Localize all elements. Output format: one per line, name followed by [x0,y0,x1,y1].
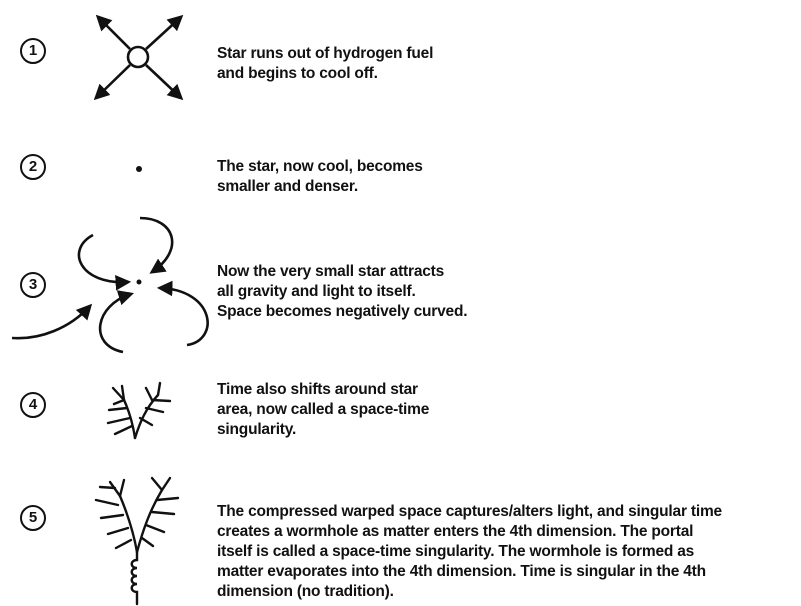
step-number-1: 1 [20,38,46,64]
step-text-5: The compressed warped space captures/alt… [217,502,797,602]
step-text-1: Star runs out of hydrogen fuel and begin… [217,44,433,84]
expanding-star-icon [96,17,181,98]
shrunken-star-dot [136,166,142,172]
step-number-5: 5 [20,505,46,531]
step-number-2: 2 [20,154,46,180]
step-text-2: The star, now cool, becomes smaller and … [217,157,423,197]
step-text-4: Time also shifts around star area, now c… [217,380,429,440]
step-number-4: 4 [20,392,46,418]
spacetime-branch-small-icon [108,383,170,438]
wormhole-branch-icon [96,478,178,604]
step-text-3: Now the very small star attracts all gra… [217,262,467,322]
step-number-3: 3 [20,272,46,298]
